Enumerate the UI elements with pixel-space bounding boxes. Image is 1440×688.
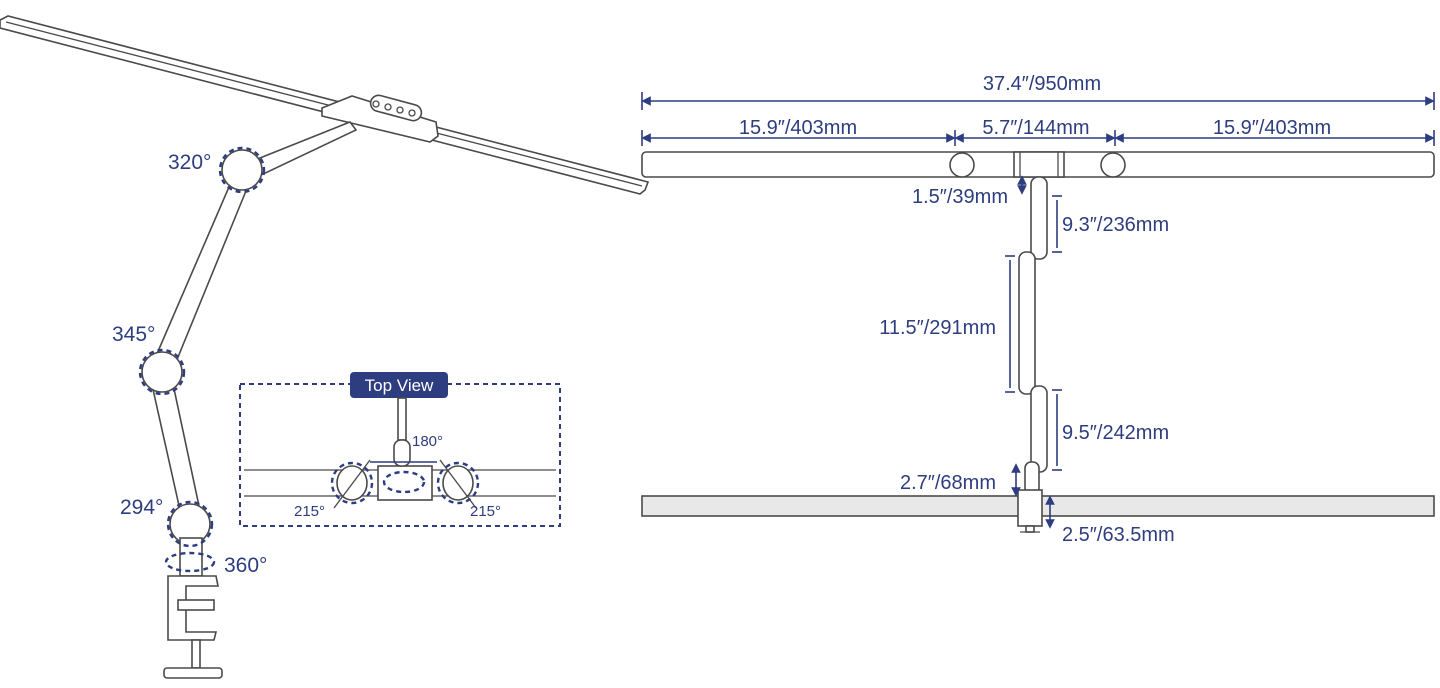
light-bar-edge xyxy=(5,21,643,187)
front-lower-arm xyxy=(1030,385,1048,473)
right-section-label: 15.9″/403mm xyxy=(1213,117,1331,139)
upper-arm-label: 9.3″/236mm xyxy=(1062,214,1169,236)
left-rotation-icon xyxy=(330,461,374,505)
upper-arm xyxy=(154,178,250,363)
right-rotation-icon xyxy=(436,461,480,505)
swivel-rotation-icon xyxy=(164,551,216,573)
control-hub xyxy=(321,95,439,143)
base-height-label: 2.7″/68mm xyxy=(900,472,996,494)
left-rotation-label: 215° xyxy=(294,503,325,520)
front-middle-arm xyxy=(1018,251,1036,395)
total-width-label: 37.4″/950mm xyxy=(983,73,1101,95)
left-section-label: 15.9″/403mm xyxy=(739,117,857,139)
bar-to-arm-label: 1.5″/39mm xyxy=(912,186,1008,208)
swivel-angle-label: 360° xyxy=(224,554,267,577)
front-view-drawing: 37.4″/950mm 15.9″/403mm 5.7″/144mm 15.9″… xyxy=(641,73,1435,546)
head-rotation-icon xyxy=(218,146,266,194)
top-arm xyxy=(397,397,407,441)
touch-button-icon xyxy=(384,103,392,111)
center-section-label: 5.7″/144mm xyxy=(982,117,1089,139)
elbow-joint xyxy=(141,351,183,393)
top-view-frame xyxy=(239,383,561,527)
right-rotation-label: 215° xyxy=(470,503,501,520)
left-sweep-line xyxy=(333,459,371,509)
top-arm-joint xyxy=(393,439,411,467)
clamp-frame xyxy=(167,575,219,641)
center-rotation-icon xyxy=(382,470,426,494)
front-clamp-screw xyxy=(1025,525,1035,533)
middle-arm-label: 11.5″/291mm xyxy=(879,317,996,339)
elbow-angle-label: 345° xyxy=(112,323,155,346)
top-view-badge xyxy=(350,372,448,398)
base-angle-label: 294° xyxy=(120,496,163,519)
front-upper-arm xyxy=(1030,176,1048,260)
lamp-side-illustration: 320° 345° 294° 360° xyxy=(0,15,650,679)
top-view-title: Top View xyxy=(365,376,434,395)
head-angle-label: 320° xyxy=(168,151,211,174)
front-left-knuckle xyxy=(949,152,975,178)
lower-arm-label: 9.5″/242mm xyxy=(1062,422,1169,444)
clamp-screw xyxy=(191,639,201,669)
clamp-pad xyxy=(177,599,215,611)
front-clamp xyxy=(1017,489,1043,527)
elbow-rotation-icon xyxy=(138,348,186,396)
front-right-knuckle xyxy=(1100,152,1126,178)
head-joint xyxy=(221,149,263,191)
clamp-depth-label: 2.5″/63.5mm xyxy=(1062,524,1175,546)
touch-button-icon xyxy=(408,109,416,117)
touch-button-icon xyxy=(372,100,380,108)
right-sweep-line xyxy=(439,459,477,509)
light-bar xyxy=(0,15,650,195)
base-rotation-icon xyxy=(166,500,214,548)
clamp-knob xyxy=(163,667,223,679)
touch-button-icon xyxy=(396,106,404,114)
top-view-inset: Top View 180° 215° 215° xyxy=(239,372,561,527)
front-hub xyxy=(1013,151,1065,178)
center-rotation-label: 180° xyxy=(412,433,443,450)
